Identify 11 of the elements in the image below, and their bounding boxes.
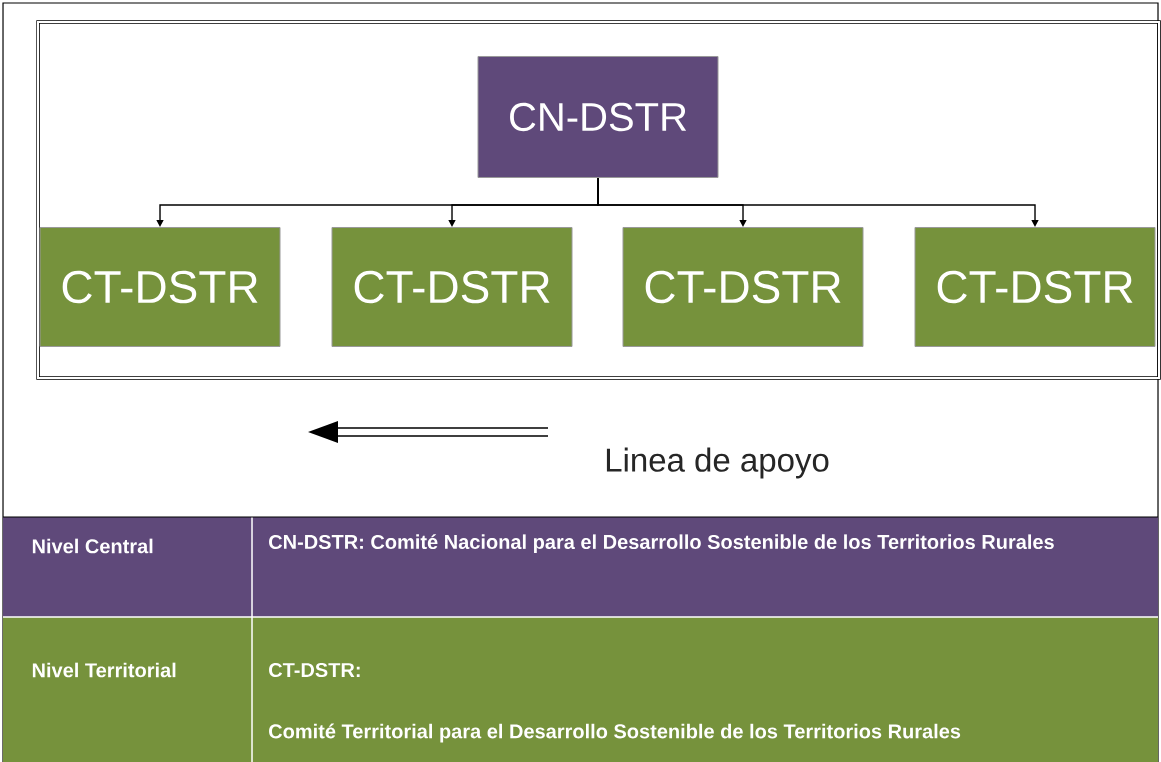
table-cell: Nivel Central — [3, 517, 252, 617]
table-cell: Nivel Territorial — [3, 617, 252, 762]
org-box: CT-DSTR — [914, 227, 1156, 347]
org-box: CT-DSTR — [622, 227, 864, 347]
org-box: CN-DSTR — [477, 56, 719, 178]
org-box: CT-DSTR — [331, 227, 573, 347]
org-box: CT-DSTR — [39, 227, 281, 347]
legend-text: Linea de apoyo — [606, 447, 829, 479]
table-text: Comité Territorial para el Desarrollo Sostenible de los Territorios Rurales — [269, 723, 961, 743]
table-text: CT-DSTR: — [269, 662, 360, 678]
connector-arrow — [597, 177, 1039, 227]
